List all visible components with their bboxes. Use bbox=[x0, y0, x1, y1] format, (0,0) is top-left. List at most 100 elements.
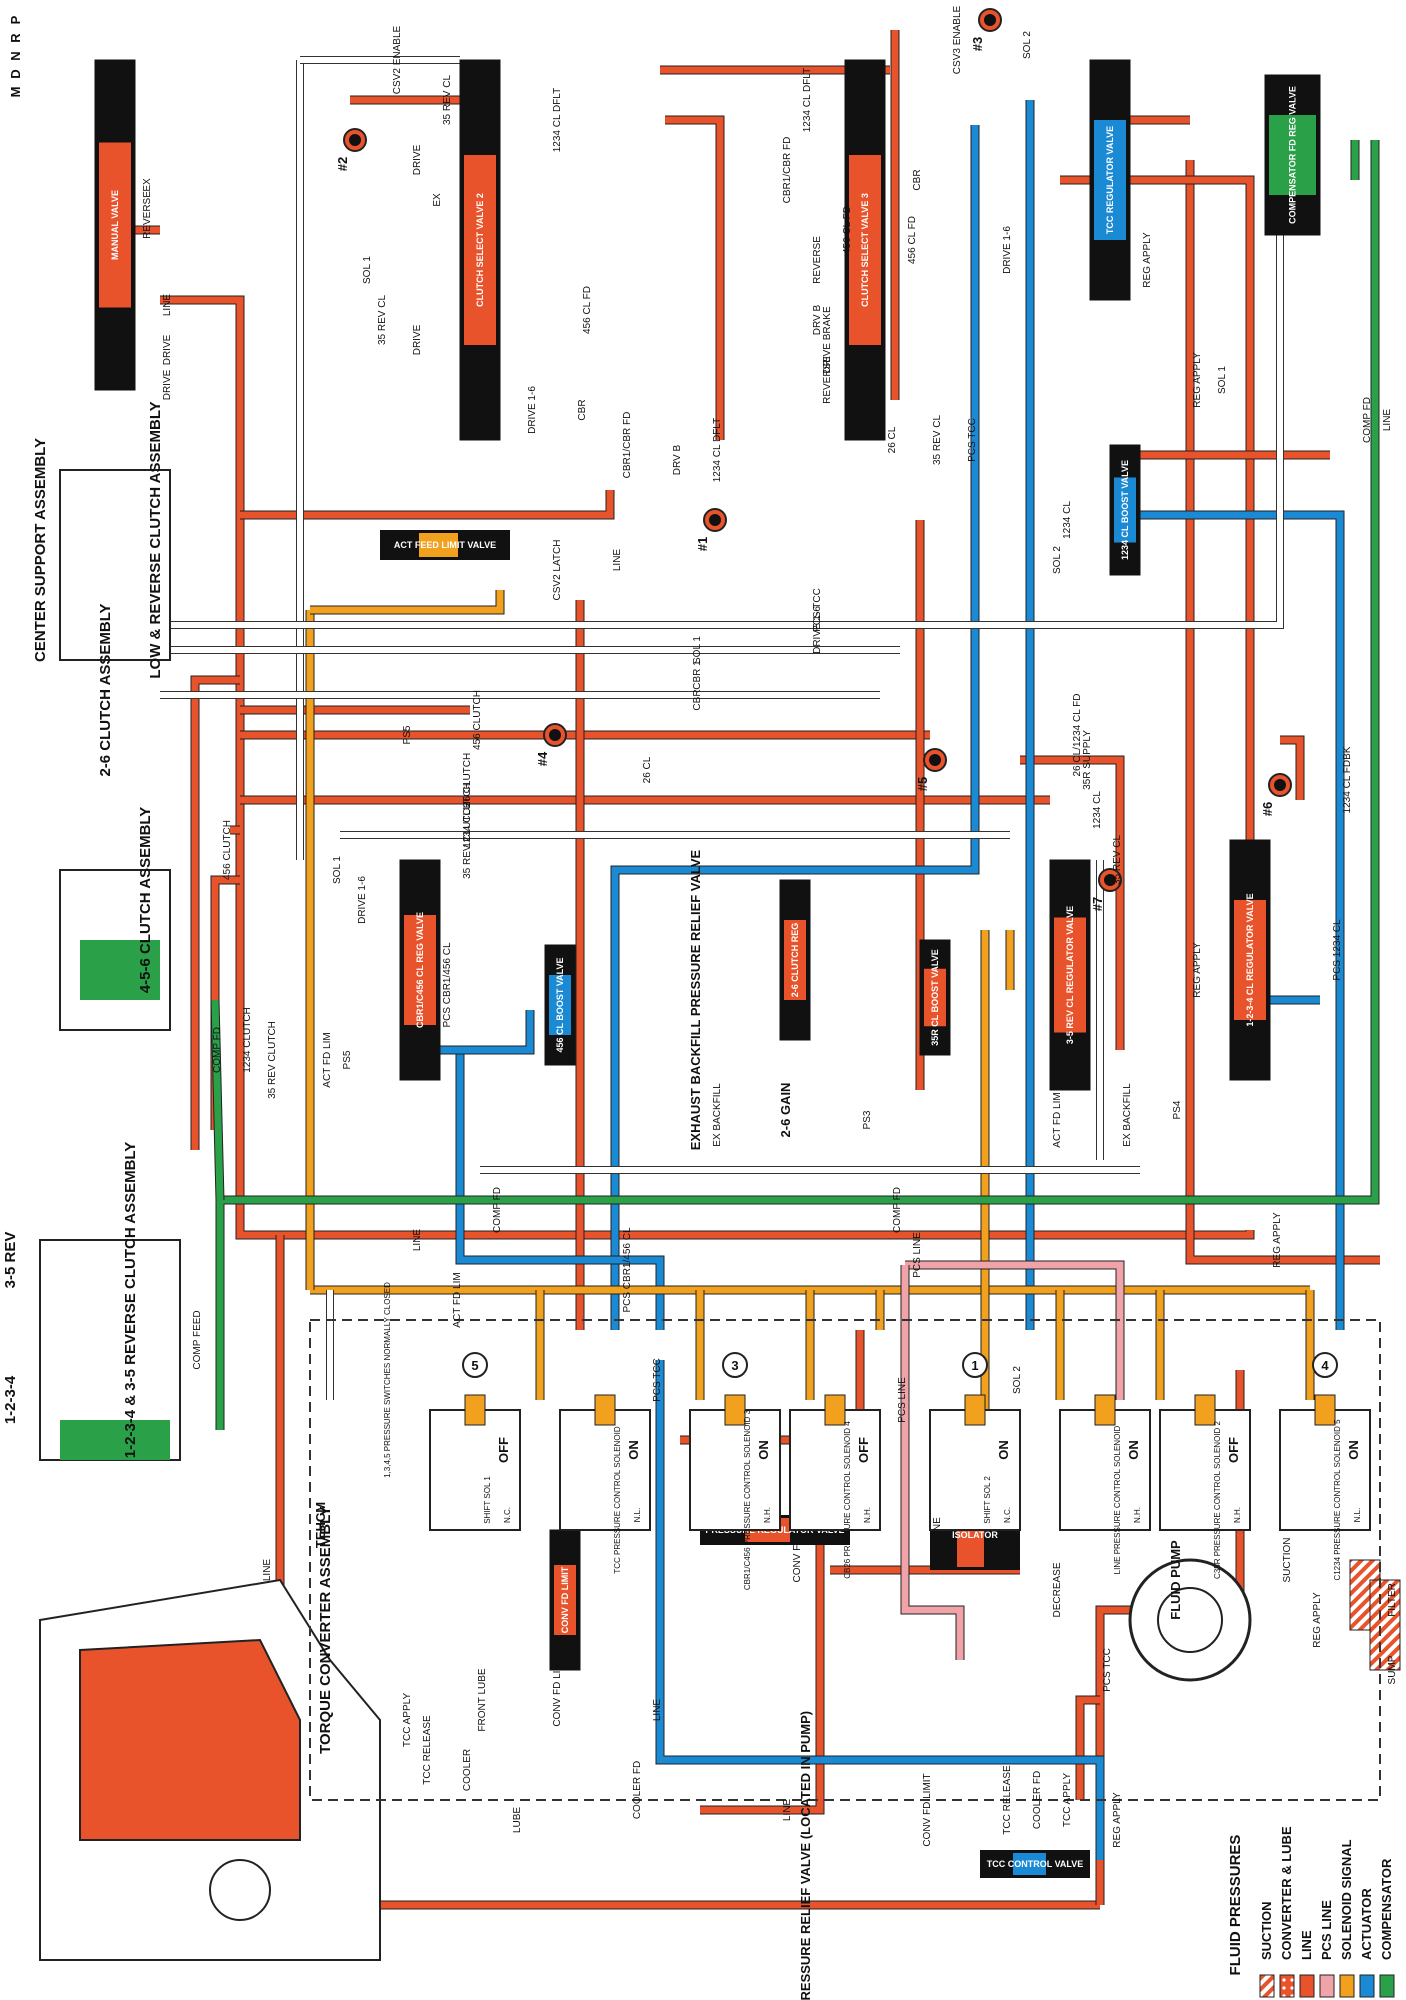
passage-label-37: DRV B bbox=[812, 304, 823, 335]
2-6-clutch-reg-label: 2-6 CLUTCH REG bbox=[790, 923, 800, 998]
solenoid-7-valve bbox=[1314, 1394, 1336, 1426]
compensator-reg-valve-label: COMPENSATOR FD REG VALVE bbox=[1288, 86, 1298, 224]
solenoid-6-valve bbox=[1194, 1394, 1216, 1426]
passage-label-104: SUMP bbox=[1387, 1655, 1398, 1684]
passage-label-89: LINE bbox=[652, 1699, 663, 1722]
checkball-2 bbox=[349, 134, 361, 146]
assembly-2-6: 2-6 CLUTCH ASSEMBLY bbox=[97, 603, 114, 776]
solenoid-6-state: OFF bbox=[1226, 1437, 1241, 1463]
line-bottom-horizontal bbox=[280, 1230, 1254, 1239]
pressure-switch-2-num: 3 bbox=[731, 1358, 738, 1373]
solenoid-3-name: CB26 PRESSURE CONTROL SOLENOID 4 bbox=[843, 1421, 852, 1579]
passage-label-27: SOL 1 bbox=[1217, 366, 1228, 394]
shift-indicator-R: R bbox=[8, 33, 23, 43]
torque-converter-fluid bbox=[79, 1638, 301, 1841]
passage-label-24: SOL 2 bbox=[1052, 546, 1063, 574]
passage-label-0: EX bbox=[142, 178, 153, 192]
clutch-1234-green bbox=[60, 1420, 170, 1460]
passage-label-78: ACT FD LIM bbox=[322, 1032, 333, 1087]
passage-label-12: DRIVE bbox=[412, 324, 423, 355]
legend-item-5: ACTUATOR bbox=[1359, 1888, 1374, 1960]
passage-label-73: PS4 bbox=[1172, 1100, 1183, 1119]
passage-label-46: SOL 1 bbox=[692, 636, 703, 664]
3-5-rev-cl-regulator-valve-fill bbox=[1054, 917, 1086, 1033]
legend-swatch-0 bbox=[1259, 1974, 1275, 1998]
1-2-3-4-cl-regulator-valve-fill bbox=[1234, 900, 1266, 1020]
passage-label-3: DRIVE bbox=[162, 334, 173, 365]
cbr1-white bbox=[160, 95, 1283, 628]
ball6-loop bbox=[1280, 736, 1304, 800]
passage-label-67: DRIVE 1-6 bbox=[357, 876, 368, 924]
pressure-switch-7-num: 4 bbox=[1321, 1358, 1329, 1373]
solenoid-5-valve bbox=[1094, 1394, 1116, 1426]
assembly-1-2-3-4: 1-2-3-4 bbox=[2, 1375, 19, 1424]
2-6-clutch-reg-fill bbox=[784, 920, 806, 1000]
tcc-control-feed bbox=[1090, 1756, 1104, 1860]
clutch-select-valve-3-fill bbox=[849, 155, 881, 345]
act-feed-limit-valve-fill bbox=[419, 533, 458, 557]
solenoid-3-type: N.H. bbox=[863, 1507, 872, 1523]
solenoid-7-body bbox=[1279, 1409, 1371, 1531]
manual-valve-fill bbox=[99, 142, 131, 308]
checkball-3-label: #3 bbox=[970, 37, 985, 51]
line-mid-outline bbox=[240, 490, 615, 520]
passage-label-20: 35 REV CL bbox=[932, 415, 943, 465]
comp-fd-main bbox=[216, 140, 1379, 1430]
passage-label-97: CONV FD LIMIT bbox=[552, 1653, 563, 1726]
cbr1-456 bbox=[456, 1050, 664, 1330]
legend-item-6: COMPENSATOR bbox=[1379, 1858, 1394, 1960]
passage-label-81: PCS TCC bbox=[652, 1358, 663, 1402]
solenoid-1-valve bbox=[594, 1394, 616, 1426]
sump bbox=[1369, 1579, 1401, 1671]
solenoid-2-type: N.H. bbox=[763, 1507, 772, 1523]
line-left-vertical bbox=[160, 296, 280, 1239]
passage-label-31: REG APPLY bbox=[1142, 232, 1153, 288]
assembly-3-5-rev: 3-5 REV bbox=[2, 1232, 19, 1289]
checkball-6 bbox=[1274, 779, 1286, 791]
solenoid-6-name: C35R PRESSURE CONTROL SOLENOID 2 bbox=[1213, 1420, 1222, 1579]
relief-line bbox=[700, 1430, 824, 1814]
1-2-3-4-cl-regulator-valve-label: 1-2-3-4 CL REGULATOR VALVE bbox=[1245, 893, 1255, 1026]
solenoid-2-valve bbox=[724, 1394, 746, 1426]
cbr-line-outline bbox=[665, 115, 725, 440]
35r-cl-boost-valve-fill bbox=[924, 968, 946, 1027]
passage-label-6: 35 REV CL bbox=[442, 75, 453, 125]
gain-26-label: 2-6 GAIN bbox=[778, 1083, 793, 1138]
clutch-select-valve-2-fill bbox=[464, 155, 496, 345]
pressure-switch-0 bbox=[462, 1352, 488, 1378]
passage-label-55: 26 CL/1234 CL FD bbox=[1072, 693, 1083, 776]
passage-label-21: PCS TCC bbox=[967, 418, 978, 462]
passage-label-32: CSV3 ENABLE bbox=[952, 5, 963, 74]
passage-label-26: REG APPLY bbox=[1192, 352, 1203, 408]
checkball-2-label: #2 bbox=[335, 157, 350, 171]
passage-label-106: PCS TCC bbox=[1102, 1648, 1113, 1692]
passage-label-57: 1234 CL bbox=[1092, 791, 1103, 829]
solenoid-7-type: N.L. bbox=[1353, 1508, 1362, 1523]
passage-label-33: 1234 CL DFLT bbox=[802, 68, 813, 132]
reg-app-tcc bbox=[1076, 1696, 1100, 1800]
passage-label-49: 456 CLUTCH bbox=[472, 690, 483, 750]
legend-item-3: PCS LINE bbox=[1319, 1900, 1334, 1960]
passage-label-64: COMP FD bbox=[212, 1027, 223, 1073]
solenoid-0-type: N.C. bbox=[503, 1507, 512, 1523]
boost-456-link bbox=[400, 1010, 534, 1054]
passage-label-98: CONV FD LIMIT bbox=[922, 1773, 933, 1846]
passage-label-30: 1234 CL FDBK bbox=[1342, 746, 1353, 813]
passage-label-86: PCS LINE bbox=[932, 1517, 943, 1563]
solenoid-0-valve bbox=[464, 1394, 486, 1426]
1234-cl-boost-valve-label: 1234 CL BOOST VALVE bbox=[1120, 460, 1130, 560]
passage-label-79: ACT FD LIM bbox=[452, 1272, 463, 1327]
checkball-5-label: #5 bbox=[915, 777, 930, 791]
conv-fd-limit-valve-fill bbox=[554, 1565, 576, 1635]
solenoid-7-name: C1234 PRESSURE CONTROL SOLENOID 5 bbox=[1333, 1419, 1342, 1581]
pressure-switch-4 bbox=[962, 1352, 988, 1378]
checkball-5 bbox=[929, 754, 941, 766]
passage-label-41: 456 CL FD bbox=[907, 216, 918, 264]
passage-label-72: ACT FD LIM bbox=[1052, 1092, 1063, 1147]
passage-label-69: EX BACKFILL bbox=[712, 1083, 723, 1147]
pcs-line-lower bbox=[901, 1265, 964, 1660]
passage-label-28: COMP FD bbox=[1362, 397, 1373, 443]
passage-label-85: COMP FEED bbox=[192, 1310, 203, 1369]
pcs-1234-cl bbox=[1120, 511, 1344, 1330]
